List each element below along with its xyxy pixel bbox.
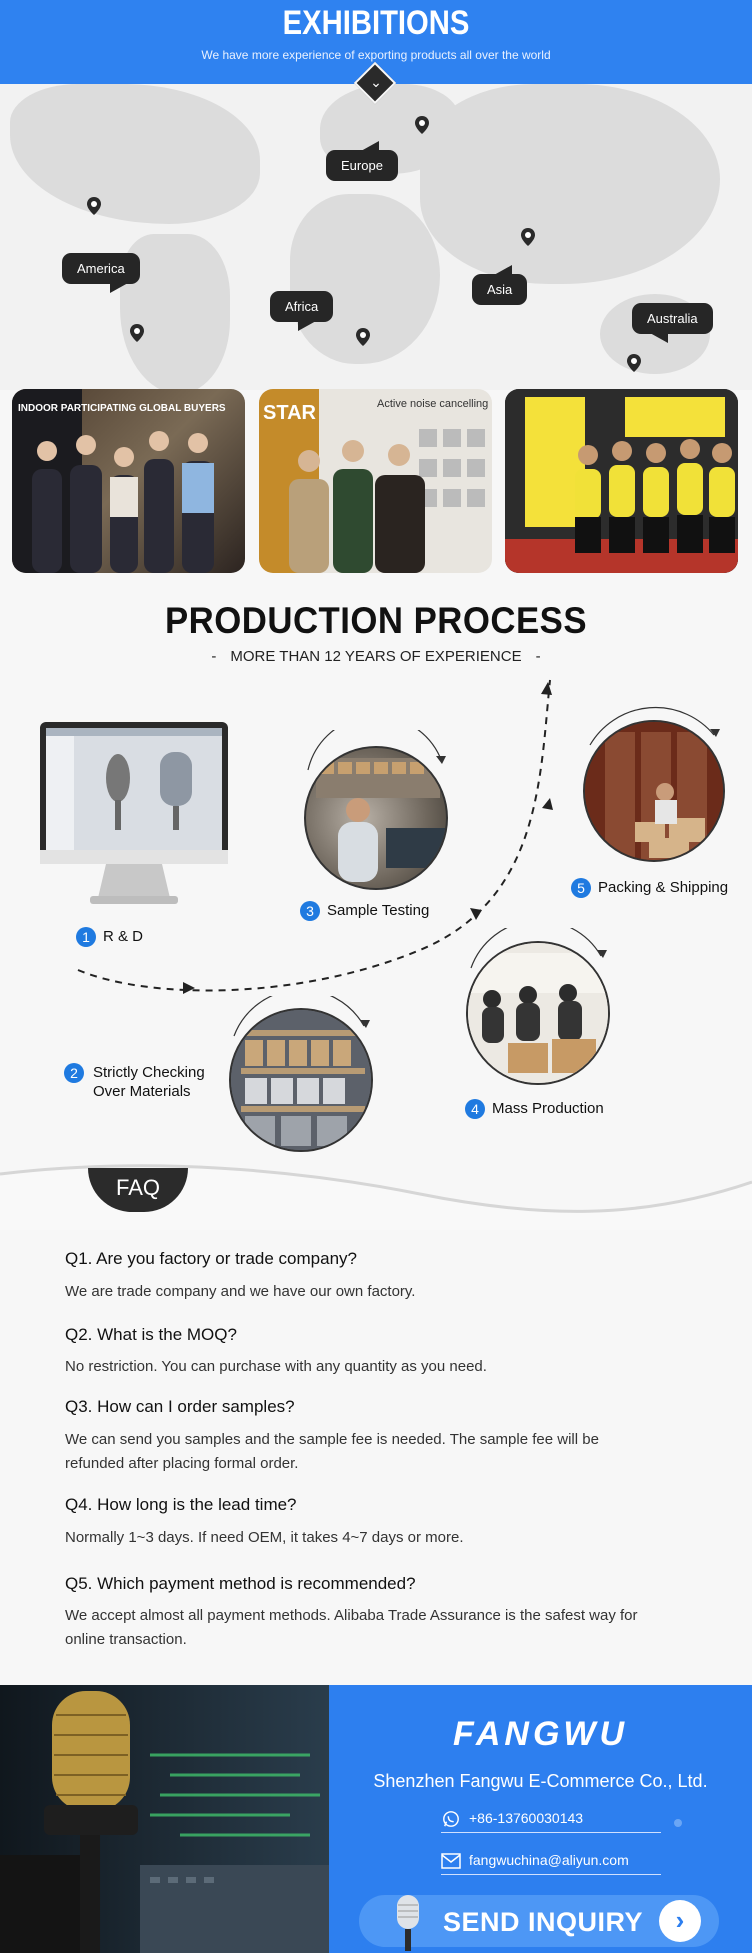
region-label-australia: Australia <box>632 303 713 343</box>
microphone-studio-illustration <box>0 1685 329 1953</box>
chevron-down-icon: ⌄ <box>370 74 382 90</box>
photo-sign-text: INDOOR PARTICIPATING GLOBAL BUYERS <box>18 403 226 414</box>
region-text: America <box>77 261 125 276</box>
phone-contact[interactable]: +86-13760030143 <box>441 1807 661 1833</box>
photo-illustration: INDOOR PARTICIPATING GLOBAL BUYERS <box>12 389 226 573</box>
exhibition-photo-3 <box>505 389 738 573</box>
brand-logo: FANGWU <box>452 1715 629 1753</box>
step-number-2: 2 <box>64 1063 84 1083</box>
region-label-america: America <box>62 253 140 293</box>
faq-question-3: Q3. How can I order samples? <box>65 1397 295 1416</box>
arrow-right-icon[interactable]: › <box>659 1900 701 1942</box>
map-pin-icon <box>356 328 370 346</box>
monitor-image <box>36 722 232 912</box>
exhibition-photo-2: STAR Active noise cancelling <box>259 389 492 573</box>
faq-tab: FAQ <box>88 1168 188 1212</box>
arc-arrow <box>584 705 744 765</box>
send-inquiry-label[interactable]: SEND INQUIRY <box>443 1907 644 1937</box>
microphone-icon <box>397 1895 419 1951</box>
step-number-1: 1 <box>76 927 96 947</box>
region-text: Europe <box>341 158 383 173</box>
map-pin-icon <box>130 324 144 342</box>
faq-wave-divider <box>0 1164 752 1230</box>
photo-banner-text: Active noise cancelling <box>377 398 488 410</box>
faq-question-2: Q2. What is the MOQ? <box>65 1325 237 1344</box>
monitor-illustration <box>40 722 228 904</box>
packing-shipping-image <box>583 720 725 862</box>
step-label: Sample Testing <box>327 901 430 919</box>
bubble-tail <box>110 283 128 293</box>
exhibitions-title: EXHIBITIONS <box>282 4 470 42</box>
dash-left: - <box>211 648 217 665</box>
step-label: Mass Production <box>492 1099 604 1117</box>
phone-number: +86-13760030143 <box>469 1810 584 1826</box>
region-text: Asia <box>487 282 513 297</box>
region-label-europe: Europe <box>326 141 398 181</box>
region-label-asia: Asia <box>472 265 528 305</box>
company-name: Shenzhen Fangwu E-Commerce Co., Ltd. <box>373 1771 708 1791</box>
region-label-africa: Africa <box>270 291 334 331</box>
step-3: 3 Sample Testing <box>300 901 429 921</box>
map-pin-icon <box>87 197 101 215</box>
step-label-2: Strictly Checking Over Materials <box>93 1063 205 1101</box>
production-title: PRODUCTION PROCESS <box>164 600 588 641</box>
bubble-tail <box>494 265 512 275</box>
decorative-dot <box>674 1819 682 1827</box>
faq-answer-1: We are trade company and we have our own… <box>65 1283 416 1300</box>
studio-photo <box>0 1685 329 1953</box>
step-label: R & D <box>103 927 144 945</box>
step-number-3: 3 <box>300 901 320 921</box>
step-label: Packing & Shipping <box>598 878 729 896</box>
step-label-line: Strictly Checking <box>93 1064 205 1081</box>
step-number-4: 4 <box>465 1099 485 1119</box>
bubble-tail <box>361 141 379 151</box>
north-america-shape <box>10 84 260 224</box>
faq-answer-3: We can send you samples and the sample f… <box>65 1431 599 1472</box>
faq-answer-2: No restriction. You can purchase with an… <box>65 1358 487 1375</box>
exhibitions-subtitle: We have more experience of exporting pro… <box>201 48 551 62</box>
faq-answer-4: Normally 1~3 days. If need OEM, it takes… <box>65 1529 464 1546</box>
contact-panel: FANGWU Shenzhen Fangwu E-Commerce Co., L… <box>329 1685 752 1953</box>
email-address: fangwuchina@aliyun.com <box>469 1852 629 1868</box>
sample-testing-image <box>304 746 448 890</box>
step-5: 5 Packing & Shipping <box>571 878 728 898</box>
production-subtitle: -MORE THAN 12 YEARS OF EXPERIENCE- <box>0 648 752 665</box>
step-4: 4 Mass Production <box>465 1099 604 1119</box>
map-pin-icon <box>521 228 535 246</box>
bubble-tail <box>650 333 668 343</box>
map-pin-icon <box>415 116 429 134</box>
region-text: Australia <box>647 311 698 326</box>
faq-answer-5: We accept almost all payment methods. Al… <box>65 1607 638 1648</box>
step-label-line: Over Materials <box>93 1083 191 1100</box>
photo-illustration: STAR Active noise cancelling <box>259 389 488 573</box>
step-number-5: 5 <box>571 878 591 898</box>
step-2: 2 Strictly Checking Over Materials <box>64 1063 205 1101</box>
mail-icon <box>441 1853 461 1870</box>
map-pin-icon <box>627 354 641 372</box>
asia-shape <box>420 84 720 284</box>
step-1: 1 R & D <box>76 927 143 947</box>
photo-illustration <box>505 389 738 573</box>
faq-question-4: Q4. How long is the lead time? <box>65 1495 297 1514</box>
world-map: Europe America Africa Asia Australia <box>0 84 752 390</box>
exhibition-photo-1: INDOOR PARTICIPATING GLOBAL BUYERS <box>12 389 245 573</box>
bubble-tail <box>298 321 316 331</box>
process-path <box>77 679 553 994</box>
materials-checking-image <box>229 1008 373 1152</box>
production-subtitle-text: MORE THAN 12 YEARS OF EXPERIENCE <box>230 648 522 665</box>
email-contact[interactable]: fangwuchina@aliyun.com <box>441 1849 661 1875</box>
mass-production-image <box>466 941 610 1085</box>
region-text: Africa <box>285 299 319 314</box>
whatsapp-icon <box>443 1811 459 1828</box>
dash-right: - <box>535 648 541 665</box>
faq-question-1: Q1. Are you factory or trade company? <box>65 1249 357 1268</box>
faq-question-5: Q5. Which payment method is recommended? <box>65 1574 416 1593</box>
photo-sign-text: STAR <box>263 402 317 424</box>
